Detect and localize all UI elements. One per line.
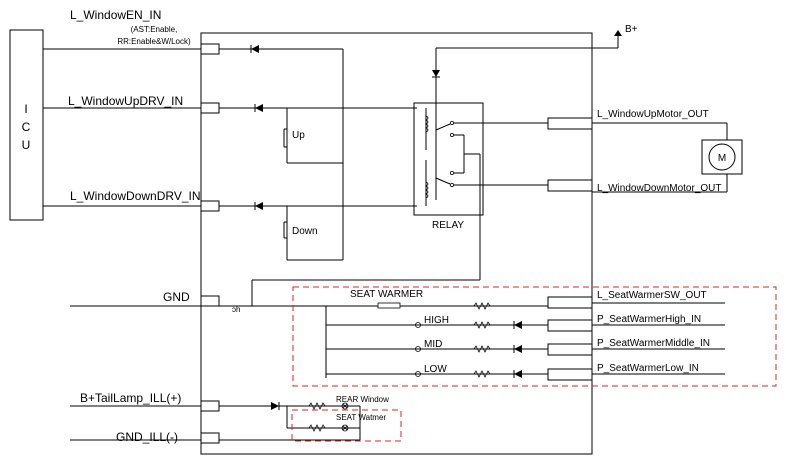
low-label: LOW — [424, 364, 447, 375]
relay-coil-lower — [425, 160, 429, 205]
seat-warmer-highlight — [292, 286, 777, 387]
label-seat-low: P_SeatWarmerLow_IN — [597, 363, 699, 374]
pin-seat-mid — [547, 343, 593, 356]
icu-label-u: U — [22, 138, 31, 152]
seat-watmer-label: SEAT Watmer — [336, 413, 386, 422]
motor-label: M — [718, 153, 726, 164]
pin-window-down — [200, 200, 220, 212]
pin-up-motor — [547, 117, 593, 130]
label-window-en-note-1: (AST:Enable, — [131, 25, 178, 34]
icu-label-i: I — [24, 102, 27, 116]
high-label: HIGH — [424, 315, 449, 326]
switch-up-icon — [283, 127, 288, 149]
relay-coil-upper — [425, 112, 429, 150]
diode-icon — [255, 104, 263, 112]
label-battery: B+ — [625, 24, 638, 35]
label-window-down: L_WindowDownDRV_IN — [70, 189, 201, 203]
diode-icon — [251, 45, 259, 53]
seat-warmer-label: SEAT WARMER — [350, 289, 423, 300]
label-up-motor: L_WindowUpMotor_OUT — [597, 109, 709, 120]
label-window-en: L_WindowEN_IN — [70, 8, 161, 22]
label-window-en-note-2: RR:Enable&W/Lock) — [117, 37, 191, 46]
relay-block — [413, 102, 484, 216]
seat-illumination-highlight — [291, 409, 402, 442]
label-seat-sw: L_SeatWarmerSW_OUT — [597, 290, 707, 301]
diode-icon — [514, 370, 522, 378]
diode-icon — [271, 402, 279, 410]
pin-window-up — [200, 102, 220, 114]
pin-taillamp — [200, 400, 220, 412]
switch-down-label: Down — [292, 226, 318, 237]
pin-gnd — [200, 295, 220, 307]
diode-icon — [514, 321, 522, 329]
icu-block — [9, 29, 44, 221]
relay-label: RELAY — [432, 220, 464, 231]
label-seat-high: P_SeatWarmerHigh_IN — [597, 314, 701, 325]
label-down-motor: L_WindowDownMotor_OUT — [597, 183, 722, 194]
label-gnd-ill: GND_ILL(-) — [116, 430, 178, 444]
switch-up-label: Up — [292, 130, 305, 141]
rear-window-label: REAR Window — [336, 395, 389, 404]
battery-arrow-icon — [614, 30, 622, 36]
label-gnd: GND — [163, 290, 190, 304]
module-box — [200, 32, 593, 455]
label-window-up: L_WindowUpDRV_IN — [68, 94, 183, 108]
pin-seat-sw — [547, 296, 593, 309]
ground-icon: ↄh — [232, 305, 240, 314]
pin-window-en — [200, 43, 220, 55]
motor-icon — [708, 143, 736, 171]
diode-icon — [432, 70, 440, 77]
label-taillamp: B+TailLamp_ILL(+) — [80, 391, 181, 405]
pin-down-motor — [547, 179, 593, 192]
label-seat-mid: P_SeatWarmerMiddle_IN — [597, 338, 710, 349]
pin-gnd-ill — [200, 432, 220, 444]
pin-seat-low — [547, 368, 593, 381]
lamp-icon — [341, 424, 349, 432]
diode-icon — [514, 345, 522, 353]
mid-label: MID — [424, 339, 442, 350]
switch-down-icon — [283, 220, 288, 240]
lamp-icon — [341, 402, 349, 410]
seat-warmer-switch-icon — [377, 302, 401, 309]
icu-label-c: C — [22, 120, 31, 134]
diode-icon — [255, 202, 263, 210]
pin-seat-high — [547, 319, 593, 332]
